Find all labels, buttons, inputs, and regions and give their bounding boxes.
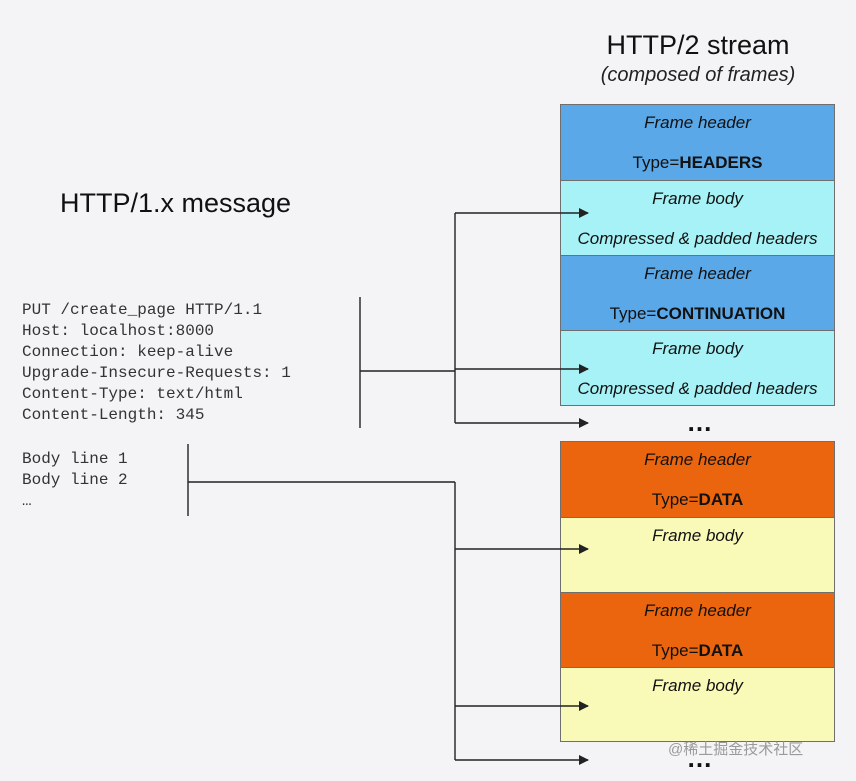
data-frame-body: Frame body xyxy=(560,517,835,593)
frame-label: Frame header xyxy=(644,450,751,469)
frame-label: Frame header xyxy=(644,113,751,132)
ellipsis-more-frames: … xyxy=(686,743,714,773)
frame-type: Type=CONTINUATION xyxy=(561,304,834,324)
frame-label: Frame body xyxy=(652,676,743,695)
frame-body-description: Compressed & padded headers xyxy=(577,379,818,398)
http1-header-line: Content-Type: text/html xyxy=(22,385,243,403)
http2-title: HTTP/2 stream xyxy=(606,30,790,60)
http1-header-line: Connection: keep-alive xyxy=(22,343,234,361)
frame-type-prefix: Type= xyxy=(651,490,699,509)
http2-subtitle: (composed of frames) xyxy=(600,64,796,86)
http1-body-line: Body line 1 xyxy=(22,450,128,468)
frame-label: Frame body xyxy=(652,339,743,358)
http1-header-line: Upgrade-Insecure-Requests: 1 xyxy=(22,364,291,382)
headers-frame-header: Frame header Type=HEADERS xyxy=(560,104,835,181)
frame-body-description: Compressed & padded headers xyxy=(577,229,818,248)
data-frame-body: Frame body xyxy=(560,667,835,742)
frame-type-value: CONTINUATION xyxy=(656,304,786,323)
frame-label: Frame header xyxy=(644,264,751,283)
frame-type-value: HEADERS xyxy=(679,153,763,172)
frame-type-prefix: Type= xyxy=(651,641,699,660)
http1-title: HTTP/1.x message xyxy=(60,188,292,218)
frame-type: Type=HEADERS xyxy=(561,153,834,173)
ellipsis-more-frames: … xyxy=(686,407,714,437)
watermark: @稀土掘金技术社区 xyxy=(668,741,804,758)
continuation-frame-body: Frame body Compressed & padded headers xyxy=(560,330,835,406)
frame-type-value: DATA xyxy=(698,490,744,509)
data-frame-header: Frame header Type=DATA xyxy=(560,441,835,518)
frame-type-prefix: Type= xyxy=(632,153,680,172)
frame-label: Frame header xyxy=(644,601,751,620)
http1-header-line: PUT /create_page HTTP/1.1 xyxy=(22,301,263,319)
headers-frame-body: Frame body Compressed & padded headers xyxy=(560,180,835,256)
http1-header-line: Host: localhost:8000 xyxy=(22,322,215,340)
frame-type: Type=DATA xyxy=(561,490,834,510)
frame-label: Frame body xyxy=(652,526,743,545)
frame-type: Type=DATA xyxy=(561,641,834,661)
http1-header-line: Content-Length: 345 xyxy=(22,406,205,424)
frame-type-prefix: Type= xyxy=(609,304,657,323)
frame-label: Frame body xyxy=(652,189,743,208)
http1-body-line: Body line 2 xyxy=(22,471,128,489)
continuation-frame-header: Frame header Type=CONTINUATION xyxy=(560,255,835,331)
http1-body-line: … xyxy=(22,492,32,510)
frame-type-value: DATA xyxy=(698,641,744,660)
